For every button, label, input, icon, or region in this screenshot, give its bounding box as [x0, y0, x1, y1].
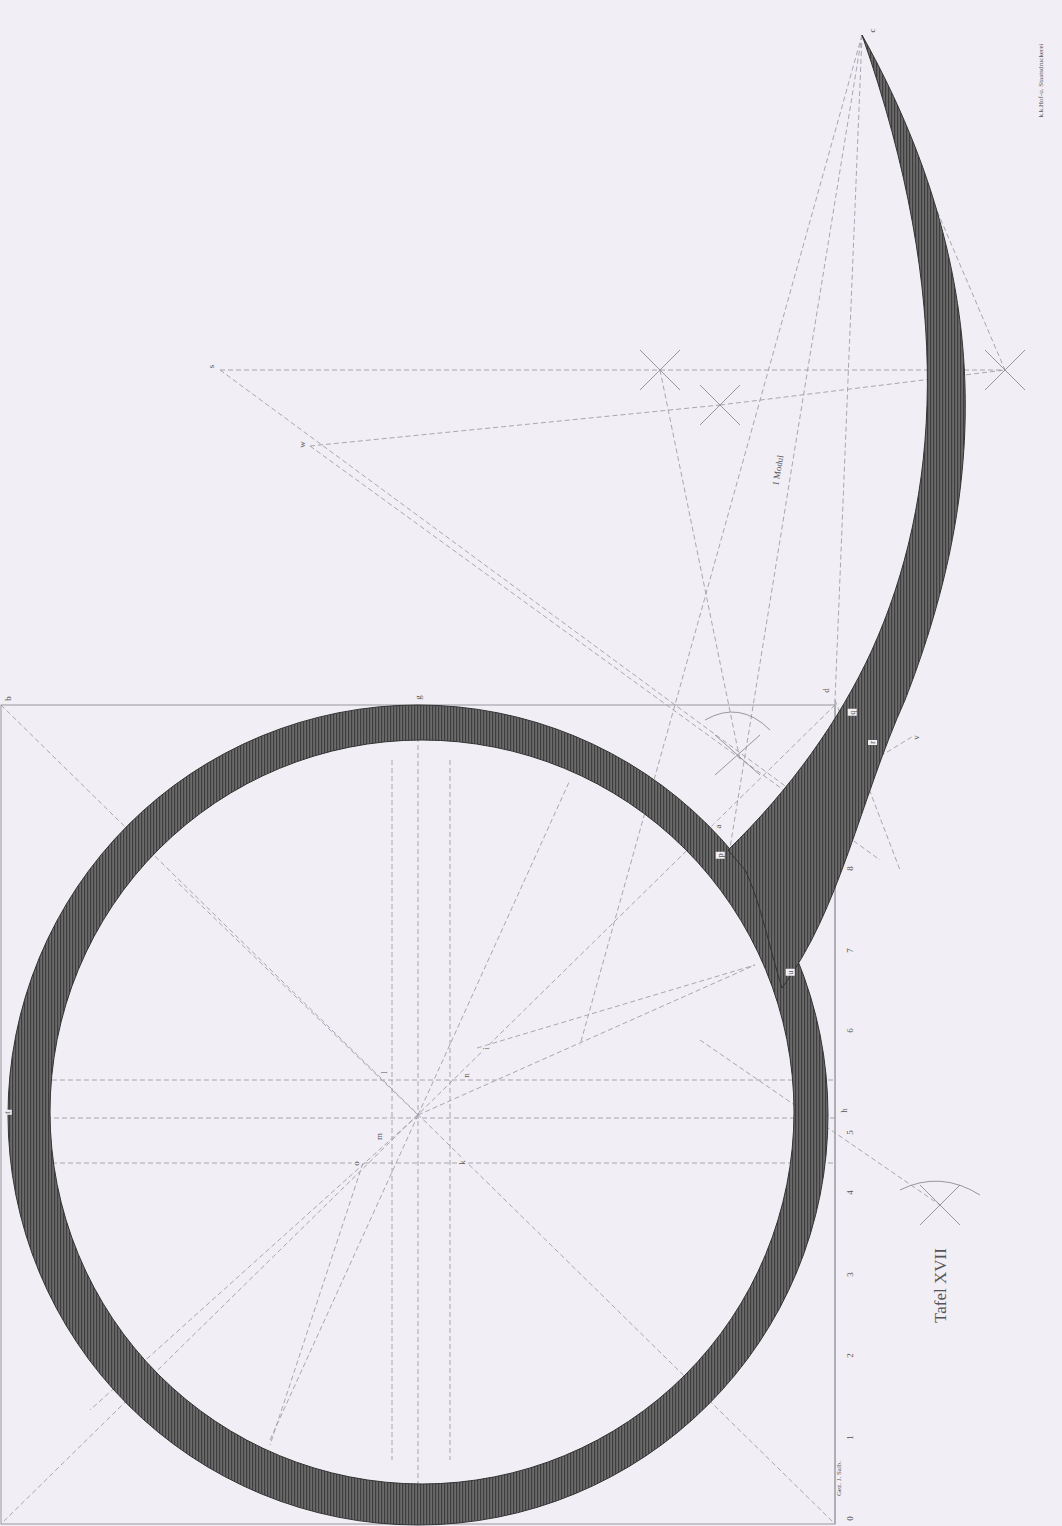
point-letter: k	[458, 1159, 467, 1166]
point-letter: w	[298, 440, 307, 449]
plate-title: Tafel XVII	[932, 1247, 949, 1324]
point-letter: r	[868, 740, 877, 745]
point-letter: s	[207, 363, 216, 369]
point-letter: i	[481, 1046, 490, 1051]
scale-number: 3	[846, 1271, 855, 1278]
point-letter: v	[912, 734, 921, 741]
scale-number: 1	[846, 1434, 855, 1441]
printer-note: k.k.Hof-u. Staatsdruckerei	[1039, 42, 1046, 118]
scale-number: 2	[846, 1352, 855, 1359]
scale-number: 6	[846, 1027, 855, 1034]
scale-number: 4	[846, 1189, 855, 1196]
letter-tail	[728, 35, 965, 988]
point-letter: u	[786, 969, 795, 976]
letter-bowl	[8, 705, 828, 1525]
signature: Gez. J. Salb.	[836, 1459, 843, 1496]
point-letter: q	[848, 709, 857, 716]
scale-number: 8	[846, 865, 855, 872]
point-letter: b	[4, 695, 13, 702]
point-letter: l	[379, 1070, 388, 1075]
point-letter: d	[822, 687, 831, 694]
point-letter: p	[716, 852, 725, 859]
point-letter: t	[2, 1110, 11, 1115]
module-label: 1 Modul	[771, 453, 786, 487]
point-letter: h	[840, 1107, 849, 1114]
scale-number: 7	[846, 947, 855, 954]
point-letter: c	[868, 27, 877, 33]
point-letter: o	[352, 1160, 361, 1167]
scale-number: 5	[846, 1129, 855, 1136]
point-letter: g	[414, 694, 423, 701]
point-letter: a	[714, 823, 723, 829]
point-letter: m	[375, 1131, 384, 1140]
point-letter: n	[462, 1072, 471, 1079]
scale-number: 0	[846, 1515, 855, 1522]
